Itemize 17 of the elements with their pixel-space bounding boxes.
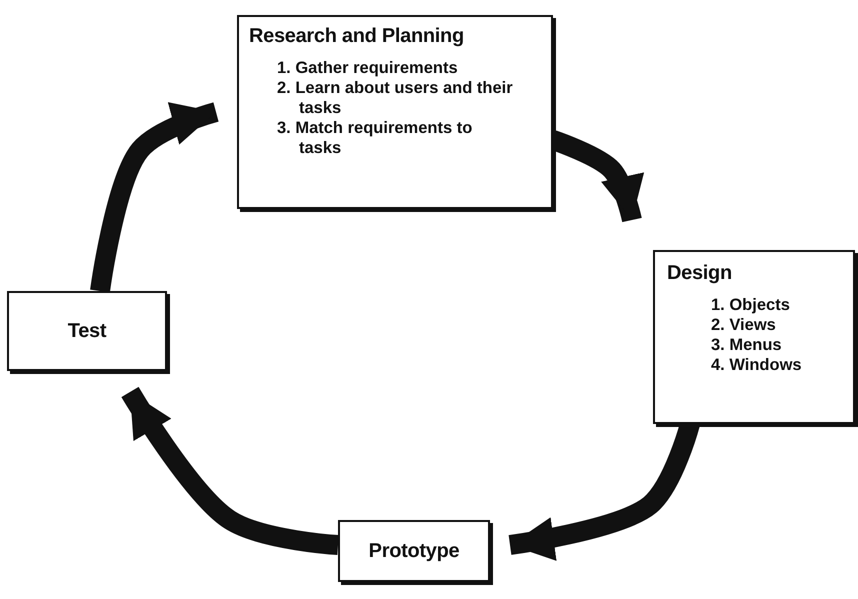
box-heading: Design bbox=[667, 262, 733, 285]
test-box bbox=[7, 291, 167, 371]
curved-arrow bbox=[121, 386, 339, 555]
curved-arrow bbox=[90, 102, 219, 292]
prototype-box bbox=[338, 520, 490, 582]
research-planning-box bbox=[237, 15, 553, 209]
list-item: 4. Windows bbox=[710, 355, 803, 375]
list-item: 3. Match requirements to tasks bbox=[276, 118, 474, 158]
box-heading: Test bbox=[68, 320, 106, 342]
list-item: 2. Learn about users and their tasks bbox=[276, 78, 514, 118]
box-heading: Prototype bbox=[368, 540, 460, 562]
list-item: 1. Objects bbox=[710, 295, 791, 315]
box-heading: Research and Planning bbox=[249, 25, 465, 48]
list-item: 3. Menus bbox=[710, 335, 783, 355]
design-box bbox=[653, 250, 855, 424]
list-item: 2. Views bbox=[710, 315, 777, 335]
list-item: 1. Gather requirements bbox=[276, 58, 459, 78]
